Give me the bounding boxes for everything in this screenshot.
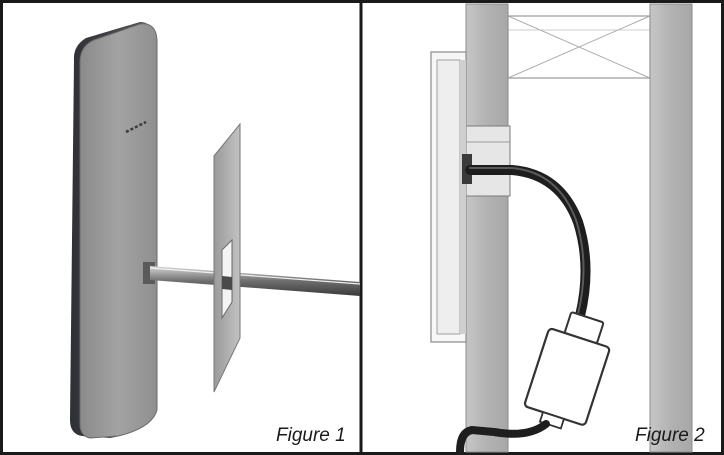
- device-tail: [538, 411, 566, 430]
- figure-2-caption: Figure 2: [635, 425, 705, 446]
- antenna-side-edge: [460, 60, 466, 334]
- coax-cable-highlight: [469, 167, 585, 315]
- figure-1-illustration: [70, 22, 361, 439]
- brace-line-2: [507, 15, 651, 79]
- stud-grommet: [465, 125, 511, 197]
- lower-cable: [456, 420, 550, 455]
- right-wall-stud: [649, 3, 693, 453]
- left-wall-stud: [465, 3, 509, 453]
- pipe-through-hole: [222, 276, 232, 290]
- coax-cable: [465, 165, 591, 321]
- figure-2-illustration: [430, 3, 693, 455]
- antenna-panel: [79, 23, 158, 439]
- inline-device: [523, 311, 611, 430]
- mounting-pipe: [150, 266, 360, 296]
- pipe-highlight: [149, 267, 361, 285]
- antenna-side-inner: [436, 59, 461, 335]
- antenna-logo-mark: [125, 120, 147, 134]
- figure-1-caption: Figure 1: [276, 425, 346, 446]
